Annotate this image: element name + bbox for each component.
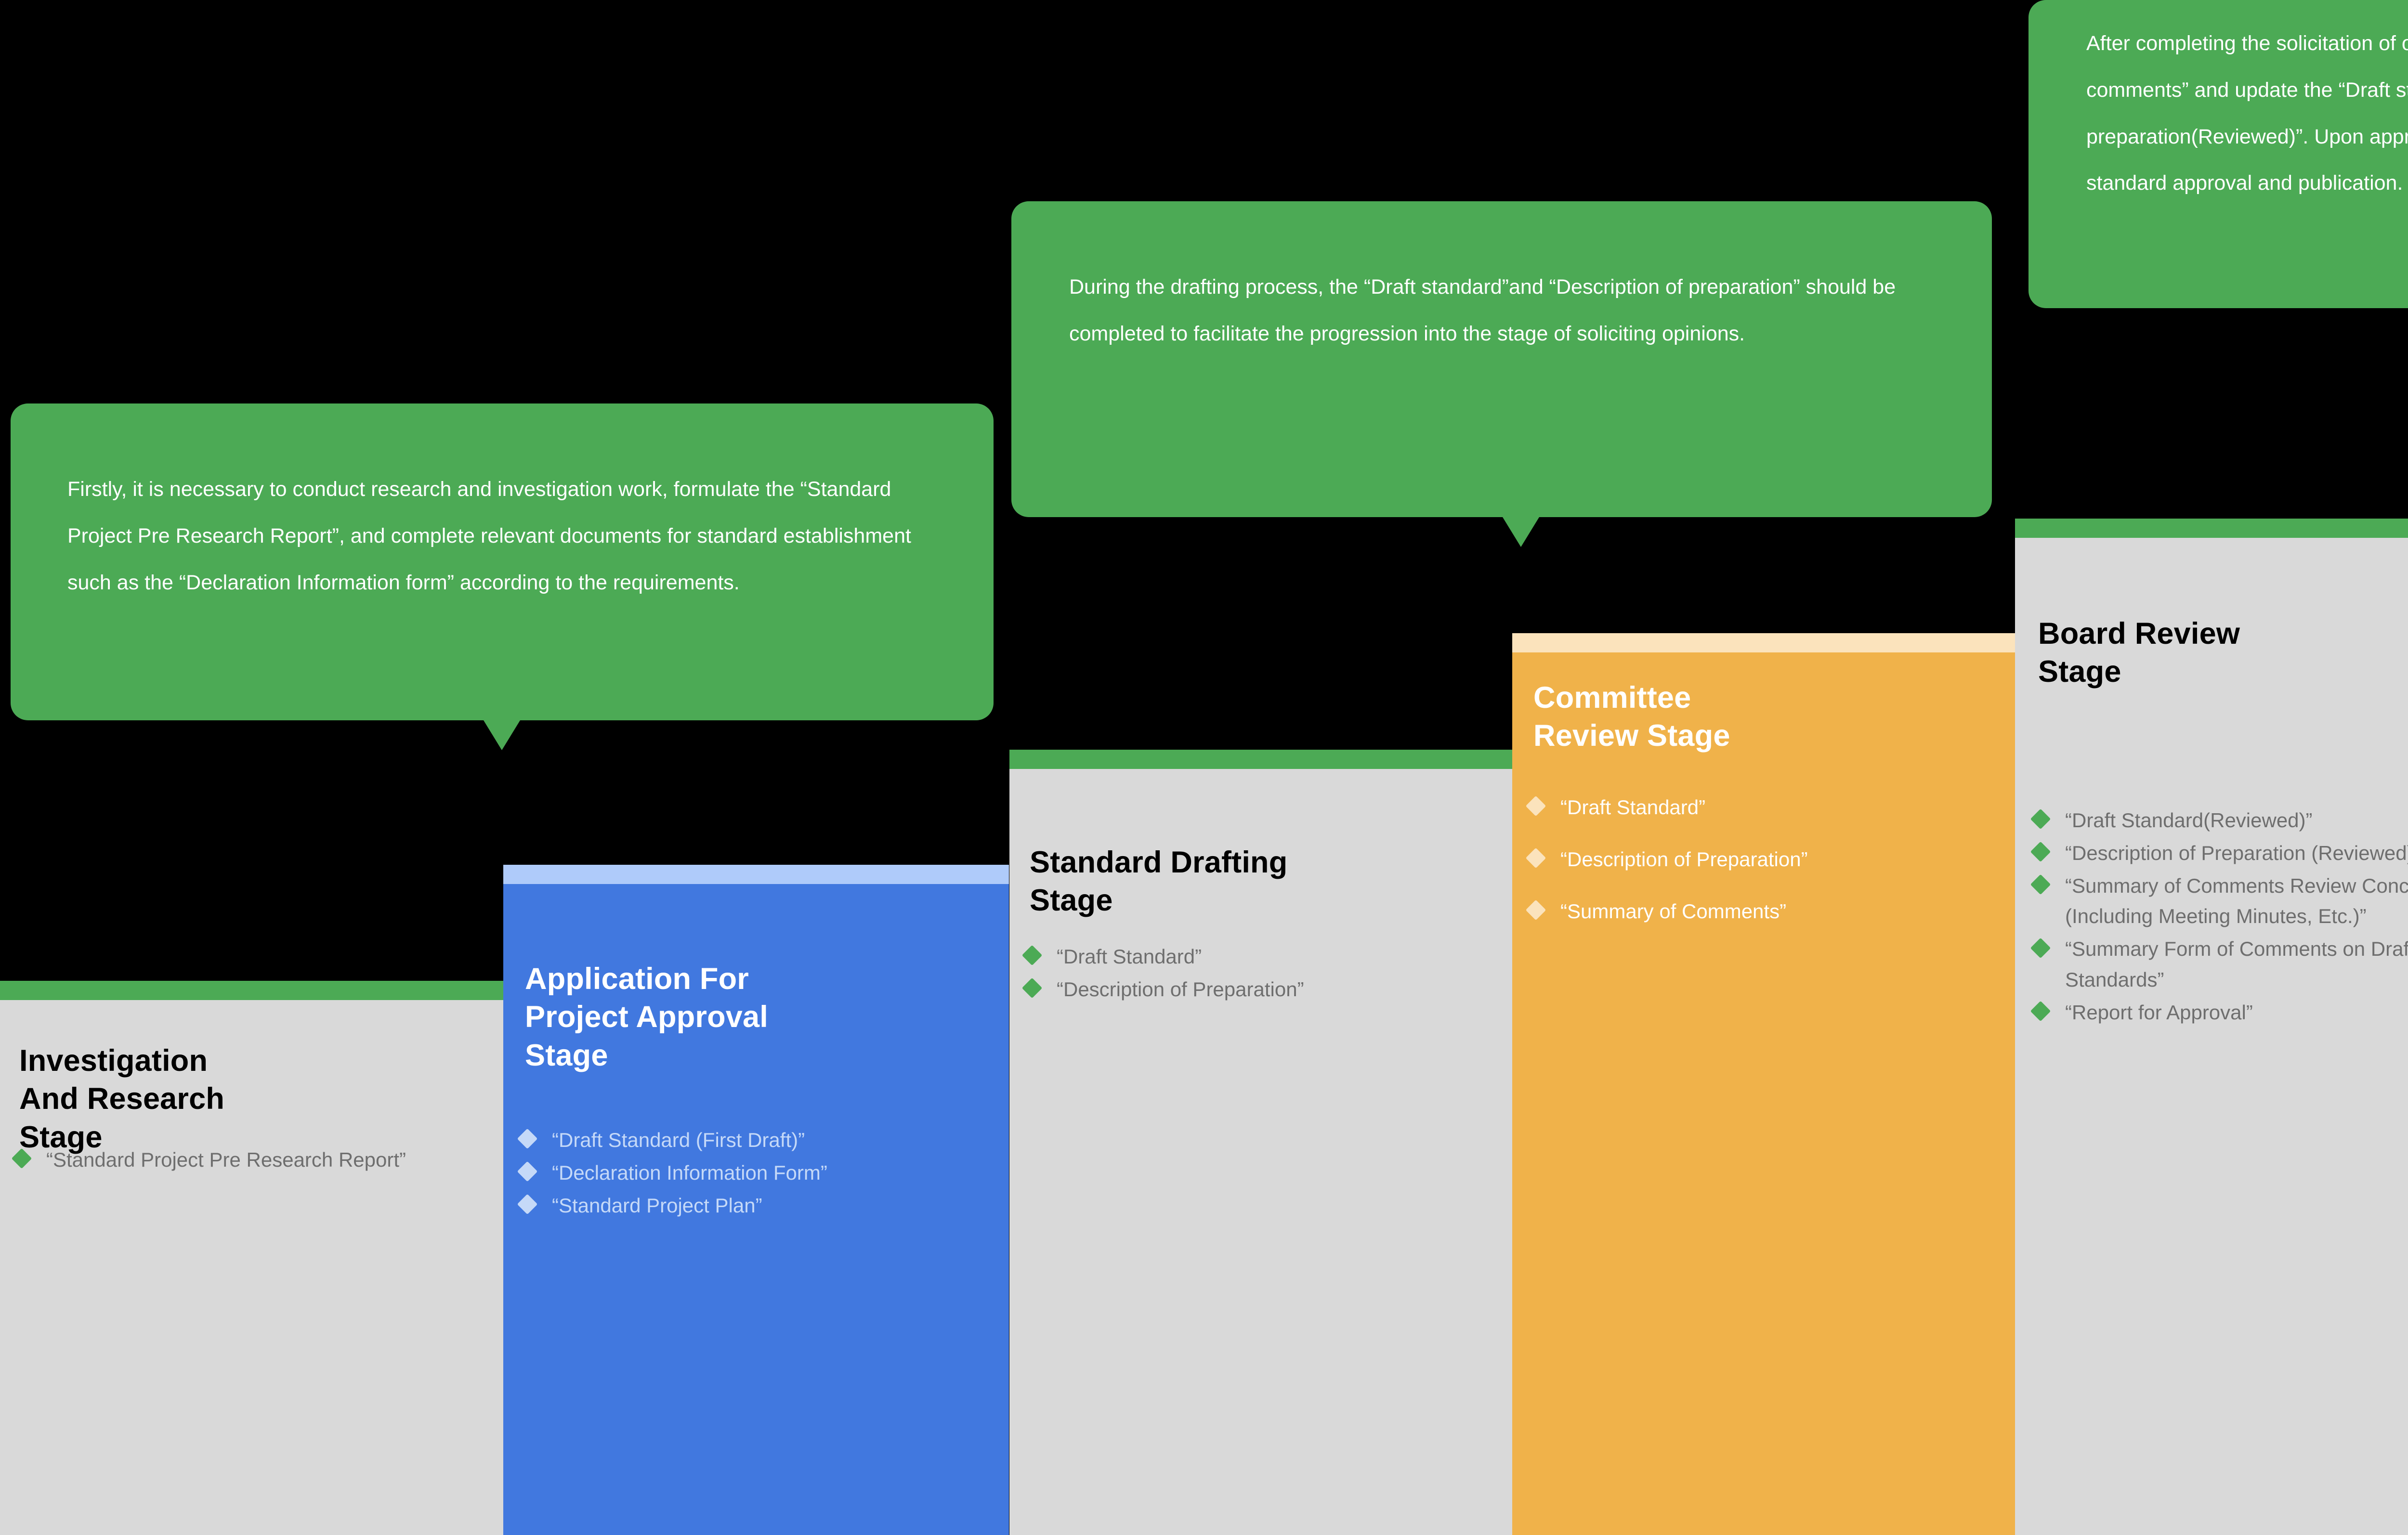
list-item-label: “Summary of Comments” (1560, 899, 1787, 923)
diamond-bullet-icon (517, 1194, 538, 1215)
diamond-bullet-icon (2030, 937, 2051, 958)
callout-drafting[interactable]: During the drafting process, the “Draft … (1011, 201, 1992, 547)
callout-text: After completing the solicitation of opi… (2086, 32, 2408, 195)
diamond-bullet-icon (11, 1148, 32, 1169)
stage-header-band (1512, 633, 2015, 652)
callout-tail (1503, 517, 1539, 547)
stage-body: Board Review Stage “Draft Standard(Revie… (2015, 538, 2408, 1535)
diamond-bullet-icon (1525, 847, 1546, 869)
diamond-bullet-icon (1525, 796, 1546, 817)
diamond-bullet-icon (2030, 1001, 2051, 1022)
list-item-label: “Summary of Comments Review Conclusions … (2065, 874, 2408, 928)
list-item-label: “Declaration Information Form” (552, 1161, 827, 1184)
list-item-label: “Report for Approval” (2065, 1001, 2253, 1024)
stage-header-band (2015, 519, 2408, 538)
stage-committee-review[interactable]: Committee Review Stage “Draft Standard” … (1512, 633, 2015, 1535)
stage-title: Investigation And Research Stage (19, 1044, 225, 1154)
list-item-label: “Standard Project Plan” (552, 1194, 762, 1217)
stage-application-for-project-approval[interactable]: Application For Project Approval Stage “… (503, 865, 1009, 1535)
list-item[interactable]: “Standard Project Plan” (517, 1190, 997, 1221)
list-item[interactable]: “Declaration Information Form” (517, 1158, 997, 1188)
list-item[interactable]: “Draft Standard” (1021, 941, 1502, 972)
list-item[interactable]: “Summary of Comments Review Conclusions … (2030, 871, 2408, 932)
stage-title: Committee Review Stage (1533, 681, 1730, 753)
list-item[interactable]: “Description of Preparation” (1525, 844, 2005, 875)
list-item-label: “Description of Preparation (Reviewed)” (2065, 841, 2408, 864)
list-item-label: “Summary Form of Comments on Draft Stand… (2065, 937, 2408, 991)
stage-standard-drafting[interactable]: Standard Drafting Stage “Draft Standard”… (1009, 750, 1512, 1535)
stage-document-list: “Draft Standard(Reviewed)” “Description … (2030, 805, 2408, 1030)
stage-title: Application For Project Approval Stage (525, 962, 768, 1072)
diamond-bullet-icon (2030, 874, 2051, 895)
list-item-label: “Draft Standard” (1057, 945, 1202, 968)
callout-tail (484, 720, 520, 750)
stage-header-band (503, 865, 1009, 884)
list-item[interactable]: “Summary of Comments” (1525, 896, 2005, 927)
list-item[interactable]: “Draft Standard (First Draft)” (517, 1125, 997, 1156)
stage-header-band (0, 981, 503, 1000)
list-item[interactable]: “Summary Form of Comments on Draft Stand… (2030, 934, 2408, 995)
stage-document-list: “Draft Standard” “Description of Prepara… (1525, 792, 2005, 928)
stage-body: Standard Drafting Stage “Draft Standard”… (1009, 769, 1512, 1535)
stage-document-list: “Draft Standard (First Draft)” “Declarat… (517, 1125, 997, 1223)
stage-title: Standard Drafting Stage (1030, 846, 1288, 918)
list-item[interactable]: “Description of Preparation” (1021, 974, 1502, 1005)
diamond-bullet-icon (517, 1161, 538, 1182)
diamond-bullet-icon (1021, 945, 1043, 966)
list-item-label: “Standard Project Pre Research Report” (46, 1148, 406, 1171)
list-item-label: “Draft Standard(Reviewed)” (2065, 809, 2313, 832)
diamond-bullet-icon (2030, 841, 2051, 862)
diamond-bullet-icon (2030, 809, 2051, 830)
list-item[interactable]: “Draft Standard” (1525, 792, 2005, 823)
callout-board-review[interactable]: After completing the solicitation of opi… (2028, 0, 2408, 308)
list-item-label: “Draft Standard (First Draft)” (552, 1129, 805, 1151)
stage-investigation-and-research[interactable]: Investigation And Research Stage “Standa… (0, 981, 503, 1535)
stage-board-review[interactable]: Board Review Stage “Draft Standard(Revie… (2015, 519, 2408, 1535)
callout-text: During the drafting process, the “Draft … (1069, 275, 1896, 345)
stage-header-band (1009, 750, 1512, 769)
stage-body: Committee Review Stage “Draft Standard” … (1512, 652, 2015, 1535)
stage-document-list: “Draft Standard” “Description of Prepara… (1021, 941, 1502, 1007)
callout-investigation[interactable]: Firstly, it is necessary to conduct rese… (11, 403, 994, 750)
list-item-label: “Description of Preparation” (1560, 847, 1808, 871)
list-item-label: “Draft Standard” (1560, 796, 1706, 819)
diamond-bullet-icon (1021, 977, 1043, 999)
diamond-bullet-icon (517, 1129, 538, 1149)
callout-text: Firstly, it is necessary to conduct rese… (67, 478, 911, 594)
list-item-label: “Description of Preparation” (1057, 977, 1304, 1001)
stage-document-list: “Standard Project Pre Research Report” (11, 1145, 448, 1177)
stage-body: Application For Project Approval Stage “… (503, 884, 1009, 1535)
list-item[interactable]: “Report for Approval” (2030, 997, 2408, 1028)
stage-body: Investigation And Research Stage “Standa… (0, 1000, 503, 1535)
list-item[interactable]: “Draft Standard(Reviewed)” (2030, 805, 2408, 836)
list-item[interactable]: “Description of Preparation (Reviewed)” (2030, 838, 2408, 869)
list-item[interactable]: “Standard Project Pre Research Report” (11, 1145, 448, 1175)
diamond-bullet-icon (1525, 899, 1546, 921)
stage-title: Board Review Stage (2038, 617, 2240, 689)
